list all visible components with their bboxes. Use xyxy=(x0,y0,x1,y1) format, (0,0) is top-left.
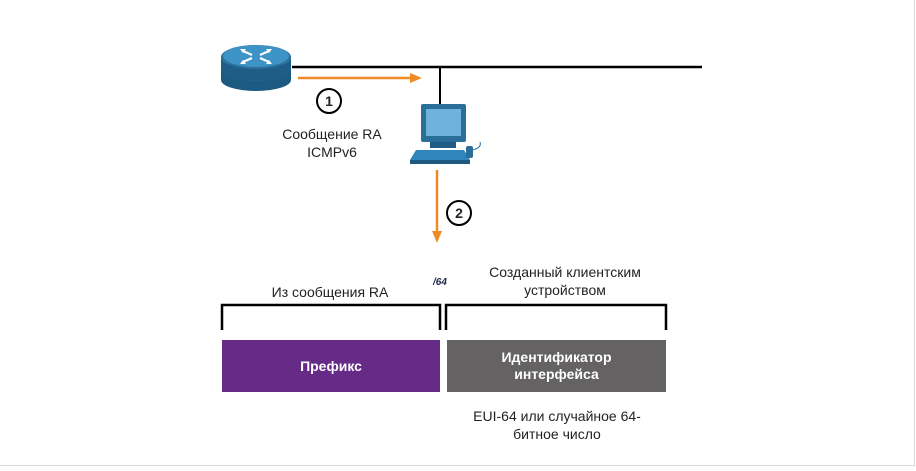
prefix-box: Префикс xyxy=(222,340,440,392)
interface-id-line1: Идентификатор xyxy=(501,349,612,365)
iid-bracket xyxy=(444,303,668,330)
interface-id-box: Идентификатор интерфейса xyxy=(447,340,666,392)
arrow-pc-to-address xyxy=(432,170,442,243)
prefix-bracket xyxy=(220,303,442,330)
prefix-length-marker: /64 xyxy=(433,277,447,288)
ra-message-label: Сообщение RA ICMPv6 xyxy=(262,125,402,161)
iid-method-label: EUI-64 или случайное 64- битное число xyxy=(452,407,662,443)
computer-icon xyxy=(410,104,481,164)
ra-message-line1: Сообщение RA xyxy=(282,126,382,142)
prefix-source-label: Из сообщения RA xyxy=(271,284,389,300)
step-2-marker: 2 xyxy=(446,200,472,226)
iid-method-line1: EUI-64 или случайное 64- xyxy=(473,408,641,424)
prefix-box-label: Префикс xyxy=(300,357,362,374)
ra-message-line2: ICMPv6 xyxy=(307,144,357,160)
iid-source-line1: Созданный клиентским xyxy=(489,264,641,280)
interface-id-line2: интерфейса xyxy=(514,366,599,382)
iid-method-line2: битное число xyxy=(513,426,601,442)
iid-source-label: Созданный клиентским устройством xyxy=(470,263,660,299)
router-icon xyxy=(221,45,291,91)
iid-source-line2: устройством xyxy=(524,282,606,298)
step-1-marker: 1 xyxy=(316,88,342,114)
arrow-router-to-pc xyxy=(298,73,422,83)
